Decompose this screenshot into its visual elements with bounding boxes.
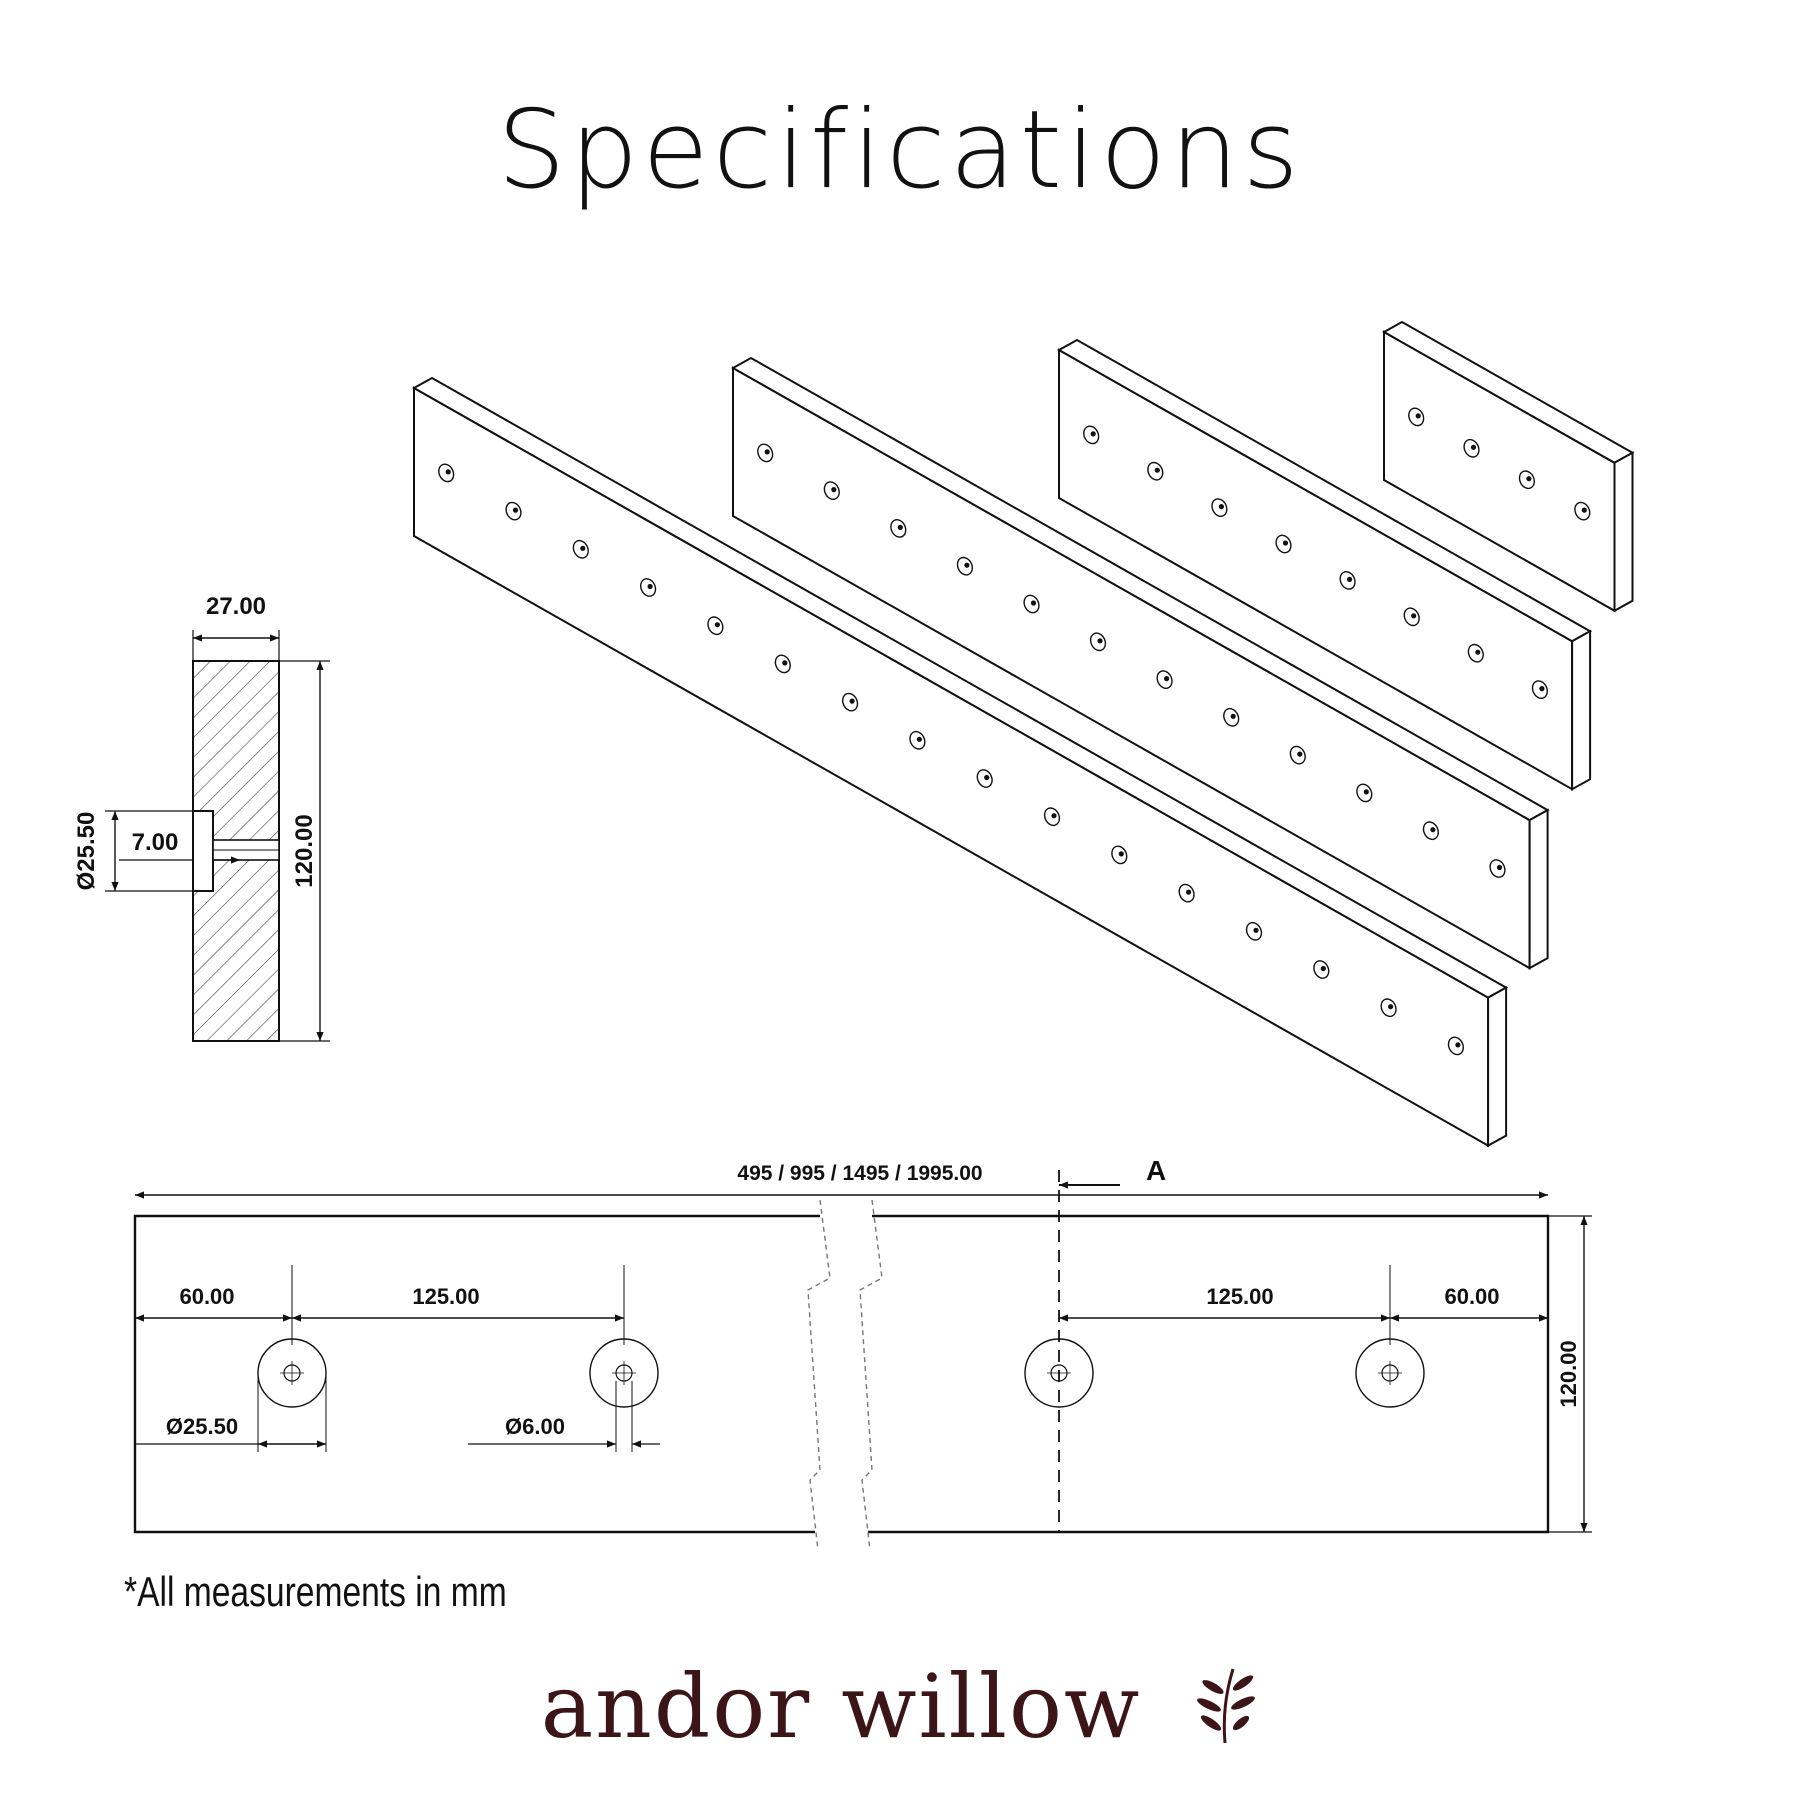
break-line-left: [807, 1199, 831, 1551]
bar-hole: [1023, 594, 1040, 614]
bar-hole: [956, 556, 973, 576]
section-depth-label: 7.00: [132, 829, 179, 856]
section-width-label: 27.00: [206, 593, 266, 620]
right-edge-offset-label: 60.00: [1444, 1284, 1499, 1309]
section-marker-label: A: [1146, 1155, 1166, 1186]
bar-hole: [1531, 680, 1548, 699]
left-spacing-label: 125.00: [412, 1284, 479, 1309]
bar-end-face: [1528, 808, 1549, 970]
iso-bar-2: [730, 356, 1550, 970]
iso-bar-4: [1381, 320, 1635, 613]
section-height-label: 120.00: [291, 814, 318, 887]
bar-hole: [1156, 670, 1173, 689]
bar-hole: [1111, 845, 1128, 865]
front-outline-right: [868, 1214, 1550, 1534]
overall-length-label: 495 / 995 / 1495 / 1995.00: [737, 1162, 982, 1185]
bar-hole: [572, 539, 589, 559]
bar-hole: [842, 692, 859, 712]
bar-hole: [1339, 571, 1356, 590]
bar-end-face: [1487, 985, 1508, 1148]
measurement-footnote: *All measurements in mm: [124, 1568, 507, 1615]
bar-hole: [1422, 821, 1439, 841]
hole-3: [1024, 1338, 1094, 1408]
front-height-label: 120.00: [1556, 1340, 1581, 1407]
bar-hole: [640, 578, 657, 597]
screw-hole-diameter-label: Ø6.00: [505, 1414, 565, 1439]
counterbore-diameter-label: Ø25.50: [166, 1414, 238, 1439]
bar-hole: [438, 463, 455, 483]
bar-hole: [774, 654, 791, 674]
bar-hole: [890, 519, 907, 538]
bar-hole: [1083, 425, 1100, 445]
bar-hole: [1356, 783, 1373, 803]
bar-hole: [909, 730, 926, 750]
bar-hole: [1043, 807, 1061, 827]
brand-name: andor willow: [540, 1655, 1142, 1758]
front-view: A 495 / 995 / 1495 / 1995.00 120.00: [133, 1155, 1592, 1551]
bar-hole: [823, 481, 840, 500]
bar-hole: [1408, 407, 1425, 427]
bar-hole: [1223, 707, 1240, 727]
right-spacing-label: 125.00: [1206, 1284, 1273, 1309]
bar-hole: [1489, 859, 1506, 878]
bar-hole: [1467, 643, 1484, 663]
bar-hole: [1178, 883, 1195, 903]
bar-hole: [1147, 461, 1164, 481]
bar-end-face: [1571, 629, 1592, 791]
bar-hole: [1313, 960, 1330, 979]
bar-hole: [1211, 498, 1228, 517]
bar-hole: [1518, 470, 1535, 490]
bar-hole: [1463, 438, 1480, 458]
section-counterbore: [192, 810, 214, 892]
bar-hole: [1245, 921, 1263, 941]
olive-branch-icon: [1189, 1663, 1259, 1766]
hole-4: [1355, 1338, 1425, 1408]
bar-hole: [1574, 501, 1591, 521]
section-diameter-label: Ø25.50: [73, 812, 100, 891]
bar-hole: [1447, 1036, 1464, 1056]
bar-hole: [1089, 632, 1107, 652]
bar-hole: [707, 616, 724, 636]
hole-2: [589, 1338, 659, 1408]
bar-hole: [505, 501, 522, 521]
left-edge-offset-label: 60.00: [179, 1284, 234, 1309]
bar-hole: [757, 443, 774, 463]
break-line-right: [859, 1199, 883, 1551]
page-title: Specifications: [497, 88, 1303, 213]
bar-hole: [1275, 534, 1292, 554]
front-outline-left: [133, 1214, 820, 1534]
isometric-bars: [411, 320, 1635, 1148]
bar-hole: [1403, 607, 1420, 627]
iso-bar-1: [411, 376, 1509, 1148]
bar-end-face: [1613, 451, 1634, 613]
hole-1: [257, 1338, 327, 1408]
bar-hole: [1289, 745, 1306, 765]
bar-top-face: [411, 376, 1509, 999]
iso-bar-3: [1056, 338, 1593, 791]
brand-logo: andor willow: [0, 1655, 1800, 1766]
bar-hole: [1380, 998, 1397, 1018]
cross-section-view: 27.00 120.00 Ø25.50 7.00: [73, 593, 330, 1042]
bar-hole: [976, 769, 993, 788]
